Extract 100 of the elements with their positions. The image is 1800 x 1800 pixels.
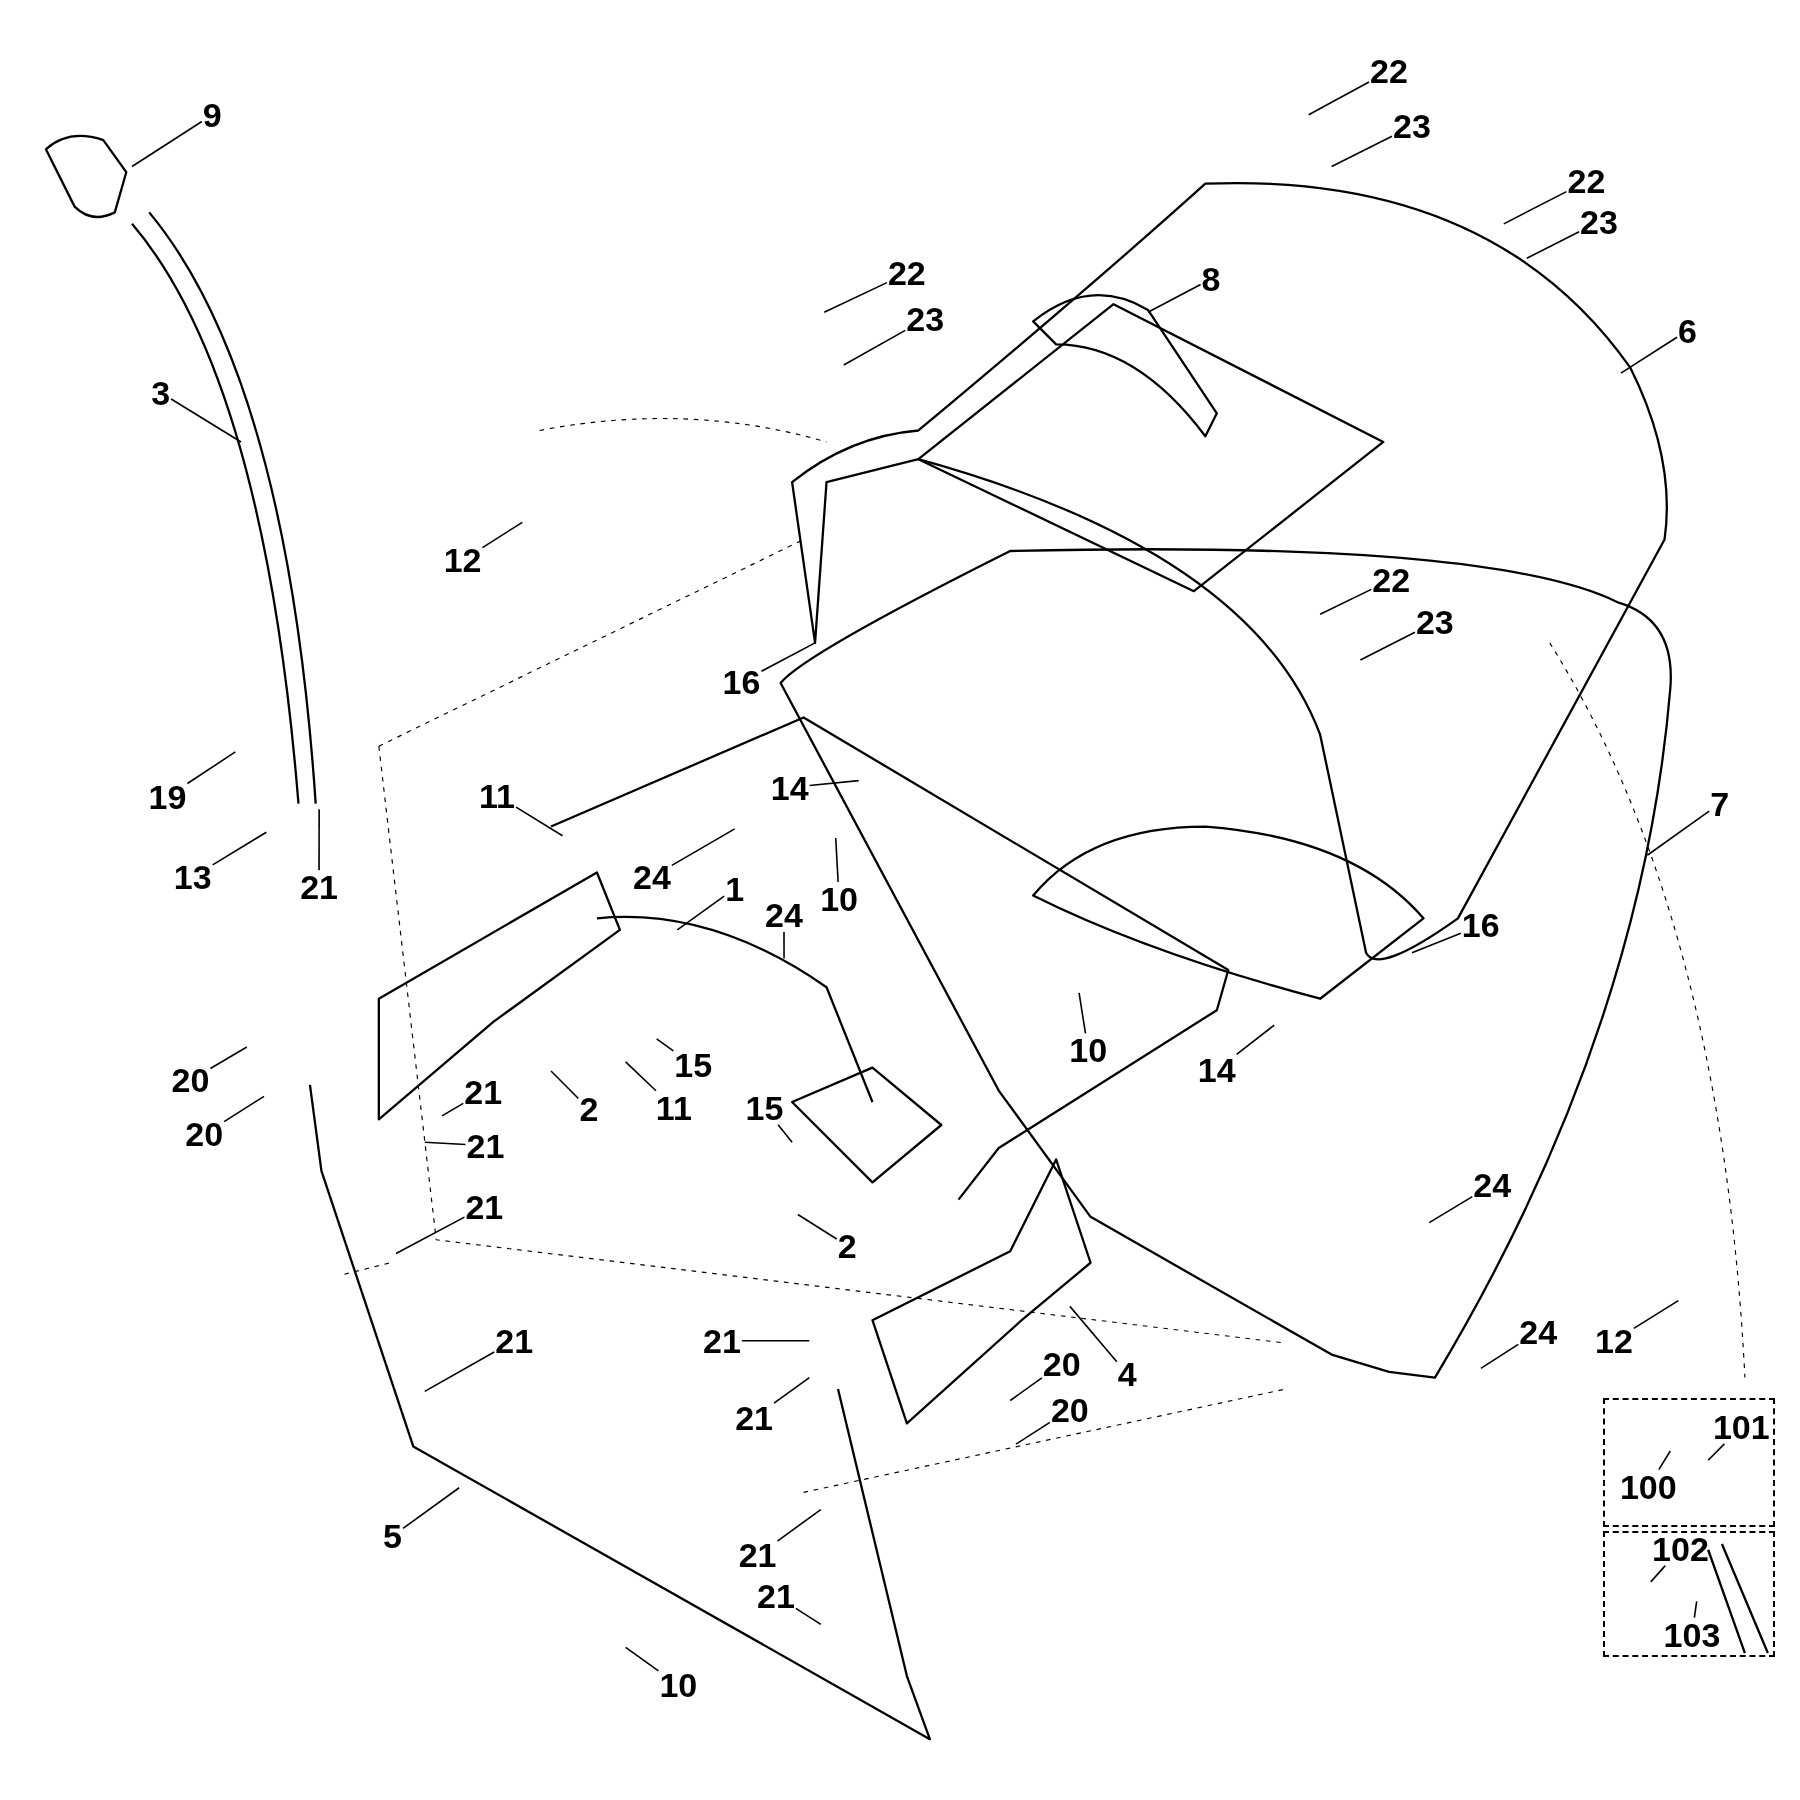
callout-number: 1 <box>724 871 746 906</box>
leader-line <box>423 1351 496 1393</box>
callout-number: 24 <box>764 897 804 932</box>
leader-line <box>170 398 242 443</box>
leader-line <box>1078 992 1087 1035</box>
inset-box <box>1602 1531 1775 1657</box>
leader-line <box>1069 1305 1118 1363</box>
leader-line <box>223 1095 265 1123</box>
leader-line <box>842 329 907 366</box>
callout-number: 11 <box>478 778 516 813</box>
callout-number: 19 <box>147 779 188 814</box>
leader-line <box>1658 1450 1672 1471</box>
callout-number: 24 <box>632 860 672 895</box>
callout-number: 15 <box>744 1090 785 1125</box>
leader-line <box>1428 1195 1474 1224</box>
callout-number: 20 <box>184 1117 225 1152</box>
leader-line <box>760 642 816 673</box>
callout-number: 7 <box>1709 786 1731 821</box>
callout-number: 21 <box>702 1323 742 1358</box>
leader-line <box>515 806 564 837</box>
leader-line <box>795 1607 822 1626</box>
leader-line <box>624 1061 657 1092</box>
leader-line <box>211 831 268 866</box>
callout-number: 103 <box>1662 1617 1722 1652</box>
callout-number: 24 <box>1518 1314 1559 1349</box>
leader-line <box>395 1216 466 1255</box>
callout-number: 16 <box>721 664 762 699</box>
leader-line <box>131 120 203 168</box>
callout-number: 21 <box>464 1189 505 1224</box>
callout-number: 21 <box>737 1538 778 1573</box>
callout-number: 5 <box>382 1518 403 1553</box>
callout-number: 23 <box>1414 605 1455 640</box>
callout-number: 10 <box>1068 1033 1109 1068</box>
leader-line <box>808 779 860 787</box>
leader-line <box>1620 336 1678 374</box>
leader-line <box>1411 932 1462 954</box>
leader-line <box>741 1340 811 1342</box>
leader-line <box>671 828 736 867</box>
leader-line <box>402 1486 460 1530</box>
leader-line <box>1359 631 1416 661</box>
leader-line <box>318 808 320 872</box>
leader-line <box>655 1038 675 1052</box>
leader-line <box>1503 190 1568 225</box>
callout-number: 20 <box>1049 1392 1090 1427</box>
leader-line <box>773 1376 811 1405</box>
callout-number: 13 <box>172 860 213 895</box>
callout-number: 14 <box>1196 1052 1237 1087</box>
leader-line <box>1235 1024 1276 1056</box>
leader-line <box>1330 135 1393 168</box>
leader-line <box>1009 1377 1043 1402</box>
callout-number: 21 <box>465 1128 506 1163</box>
leader-line <box>1015 1421 1051 1445</box>
leader-line <box>777 1123 793 1143</box>
callout-number: 20 <box>1041 1346 1082 1381</box>
leader-line <box>1526 230 1580 260</box>
callout-number: 23 <box>905 302 946 337</box>
callout-number: 8 <box>1200 261 1222 296</box>
leader-line <box>1480 1343 1520 1370</box>
leader-line <box>797 1213 838 1240</box>
callout-number: 3 <box>150 375 172 410</box>
callout-number: 11 <box>654 1090 693 1125</box>
callout-number: 14 <box>769 770 810 805</box>
callout-number: 23 <box>1392 109 1432 144</box>
callout-number: 10 <box>658 1668 699 1703</box>
leader-line <box>676 895 725 931</box>
leader-line <box>209 1046 248 1070</box>
leader-line <box>1307 81 1370 116</box>
leader-line <box>423 1141 467 1146</box>
callout-number: 102 <box>1651 1531 1710 1566</box>
callout-number: 21 <box>299 870 339 905</box>
leader-line <box>1633 1299 1680 1330</box>
leader-line <box>776 1508 822 1542</box>
callout-number: 22 <box>1369 54 1409 89</box>
callout-number: 6 <box>1677 313 1698 348</box>
callout-number: 20 <box>170 1063 211 1098</box>
leader-line <box>550 1070 580 1100</box>
leader-line <box>441 1102 465 1117</box>
callout-number: 12 <box>442 543 483 578</box>
callout-number: 100 <box>1618 1469 1678 1504</box>
callout-number: 22 <box>1371 562 1412 597</box>
callout-number: 22 <box>886 256 927 291</box>
callout-number: 22 <box>1566 164 1607 199</box>
leader-line <box>1147 283 1202 314</box>
callout-number: 23 <box>1579 204 1619 239</box>
callout-number: 16 <box>1460 908 1501 943</box>
leader-line <box>481 521 524 549</box>
callout-number: 24 <box>1472 1167 1513 1202</box>
callout-number: 2 <box>578 1091 600 1126</box>
callout-number: 21 <box>734 1400 775 1435</box>
callout-number: 21 <box>494 1323 535 1358</box>
leader-line <box>783 931 785 960</box>
leader-line <box>823 281 888 314</box>
leader-line <box>624 1646 660 1672</box>
leader-line <box>1693 1600 1698 1619</box>
leader-line <box>1646 810 1710 857</box>
leader-line <box>1319 588 1373 615</box>
callout-number: 9 <box>201 97 223 132</box>
callout-number: 4 <box>1116 1357 1138 1392</box>
leader-line <box>1649 1564 1667 1583</box>
leader-line <box>1707 1443 1726 1461</box>
